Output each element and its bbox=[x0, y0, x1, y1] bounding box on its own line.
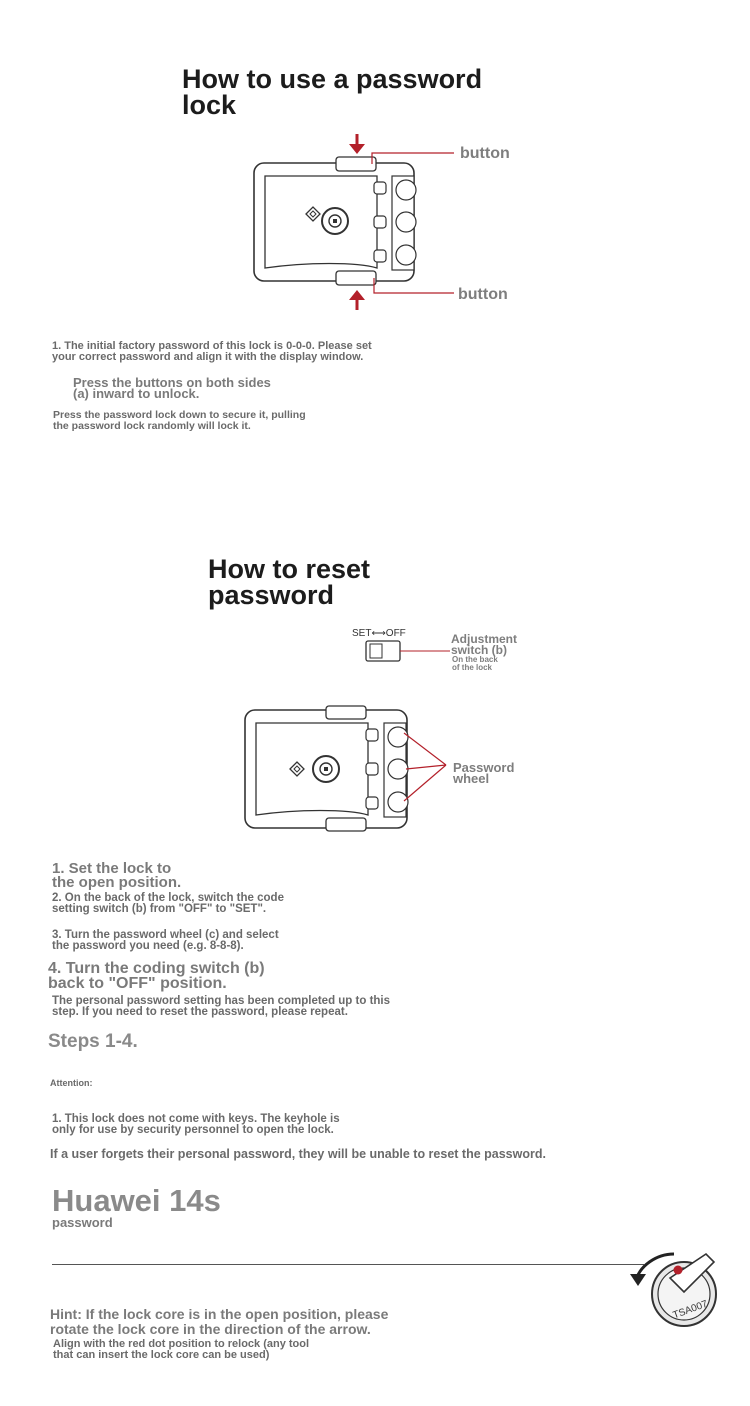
lock-core-icon: TSA007 bbox=[630, 1252, 717, 1327]
attention-note2: If a user forgets their personal passwor… bbox=[50, 1147, 546, 1161]
button-label-top: button bbox=[460, 145, 510, 162]
hint-sub: Align with the red dot position to reloc… bbox=[53, 1338, 310, 1361]
attention-note1: 1. This lock does not come with keys. Th… bbox=[52, 1113, 340, 1136]
section2-step3: 3. Turn the password wheel (c) and selec… bbox=[52, 929, 279, 952]
lock-diagram-reset bbox=[244, 705, 447, 832]
hint-main: Hint: If the lock core is in the open po… bbox=[50, 1306, 389, 1337]
section2-title: How to reset password bbox=[208, 554, 371, 610]
adjustment-switch-label: Adjustment switch (b) bbox=[451, 632, 517, 657]
adjustment-switch-note: On the back of the lock bbox=[452, 655, 498, 672]
switch-label: SET⟷OFF bbox=[352, 628, 406, 639]
lock-diagram-front bbox=[253, 134, 454, 310]
section1-step1: 1. The initial factory password of this … bbox=[52, 340, 372, 363]
section2-step4: 4. Turn the coding switch (b) back to "O… bbox=[48, 960, 265, 992]
button-label-bottom: button bbox=[458, 286, 508, 303]
adjustment-switch bbox=[365, 640, 450, 662]
divider-line bbox=[52, 1264, 644, 1265]
section2-step1: 1. Set the lock to the open position. bbox=[52, 860, 182, 891]
attention-label: Attention: bbox=[50, 1078, 93, 1088]
brand-subtitle: password bbox=[52, 1215, 113, 1230]
steps-label: Steps 1-4. bbox=[48, 1031, 138, 1052]
section2-step2: 2. On the back of the lock, switch the c… bbox=[52, 892, 284, 915]
brand-clip: Huawei 14s bbox=[52, 1183, 312, 1213]
password-wheel-label: Password wheel bbox=[453, 760, 515, 786]
section1-title: How to use a password lock bbox=[182, 64, 483, 120]
section1-step3: Press the password lock down to secure i… bbox=[53, 409, 306, 432]
brand-title: Huawei 14s bbox=[52, 1183, 221, 1213]
section1-step2: Press the buttons on both sides (a) inwa… bbox=[73, 375, 271, 401]
section2-complete-note: The personal password setting has been c… bbox=[52, 995, 391, 1018]
